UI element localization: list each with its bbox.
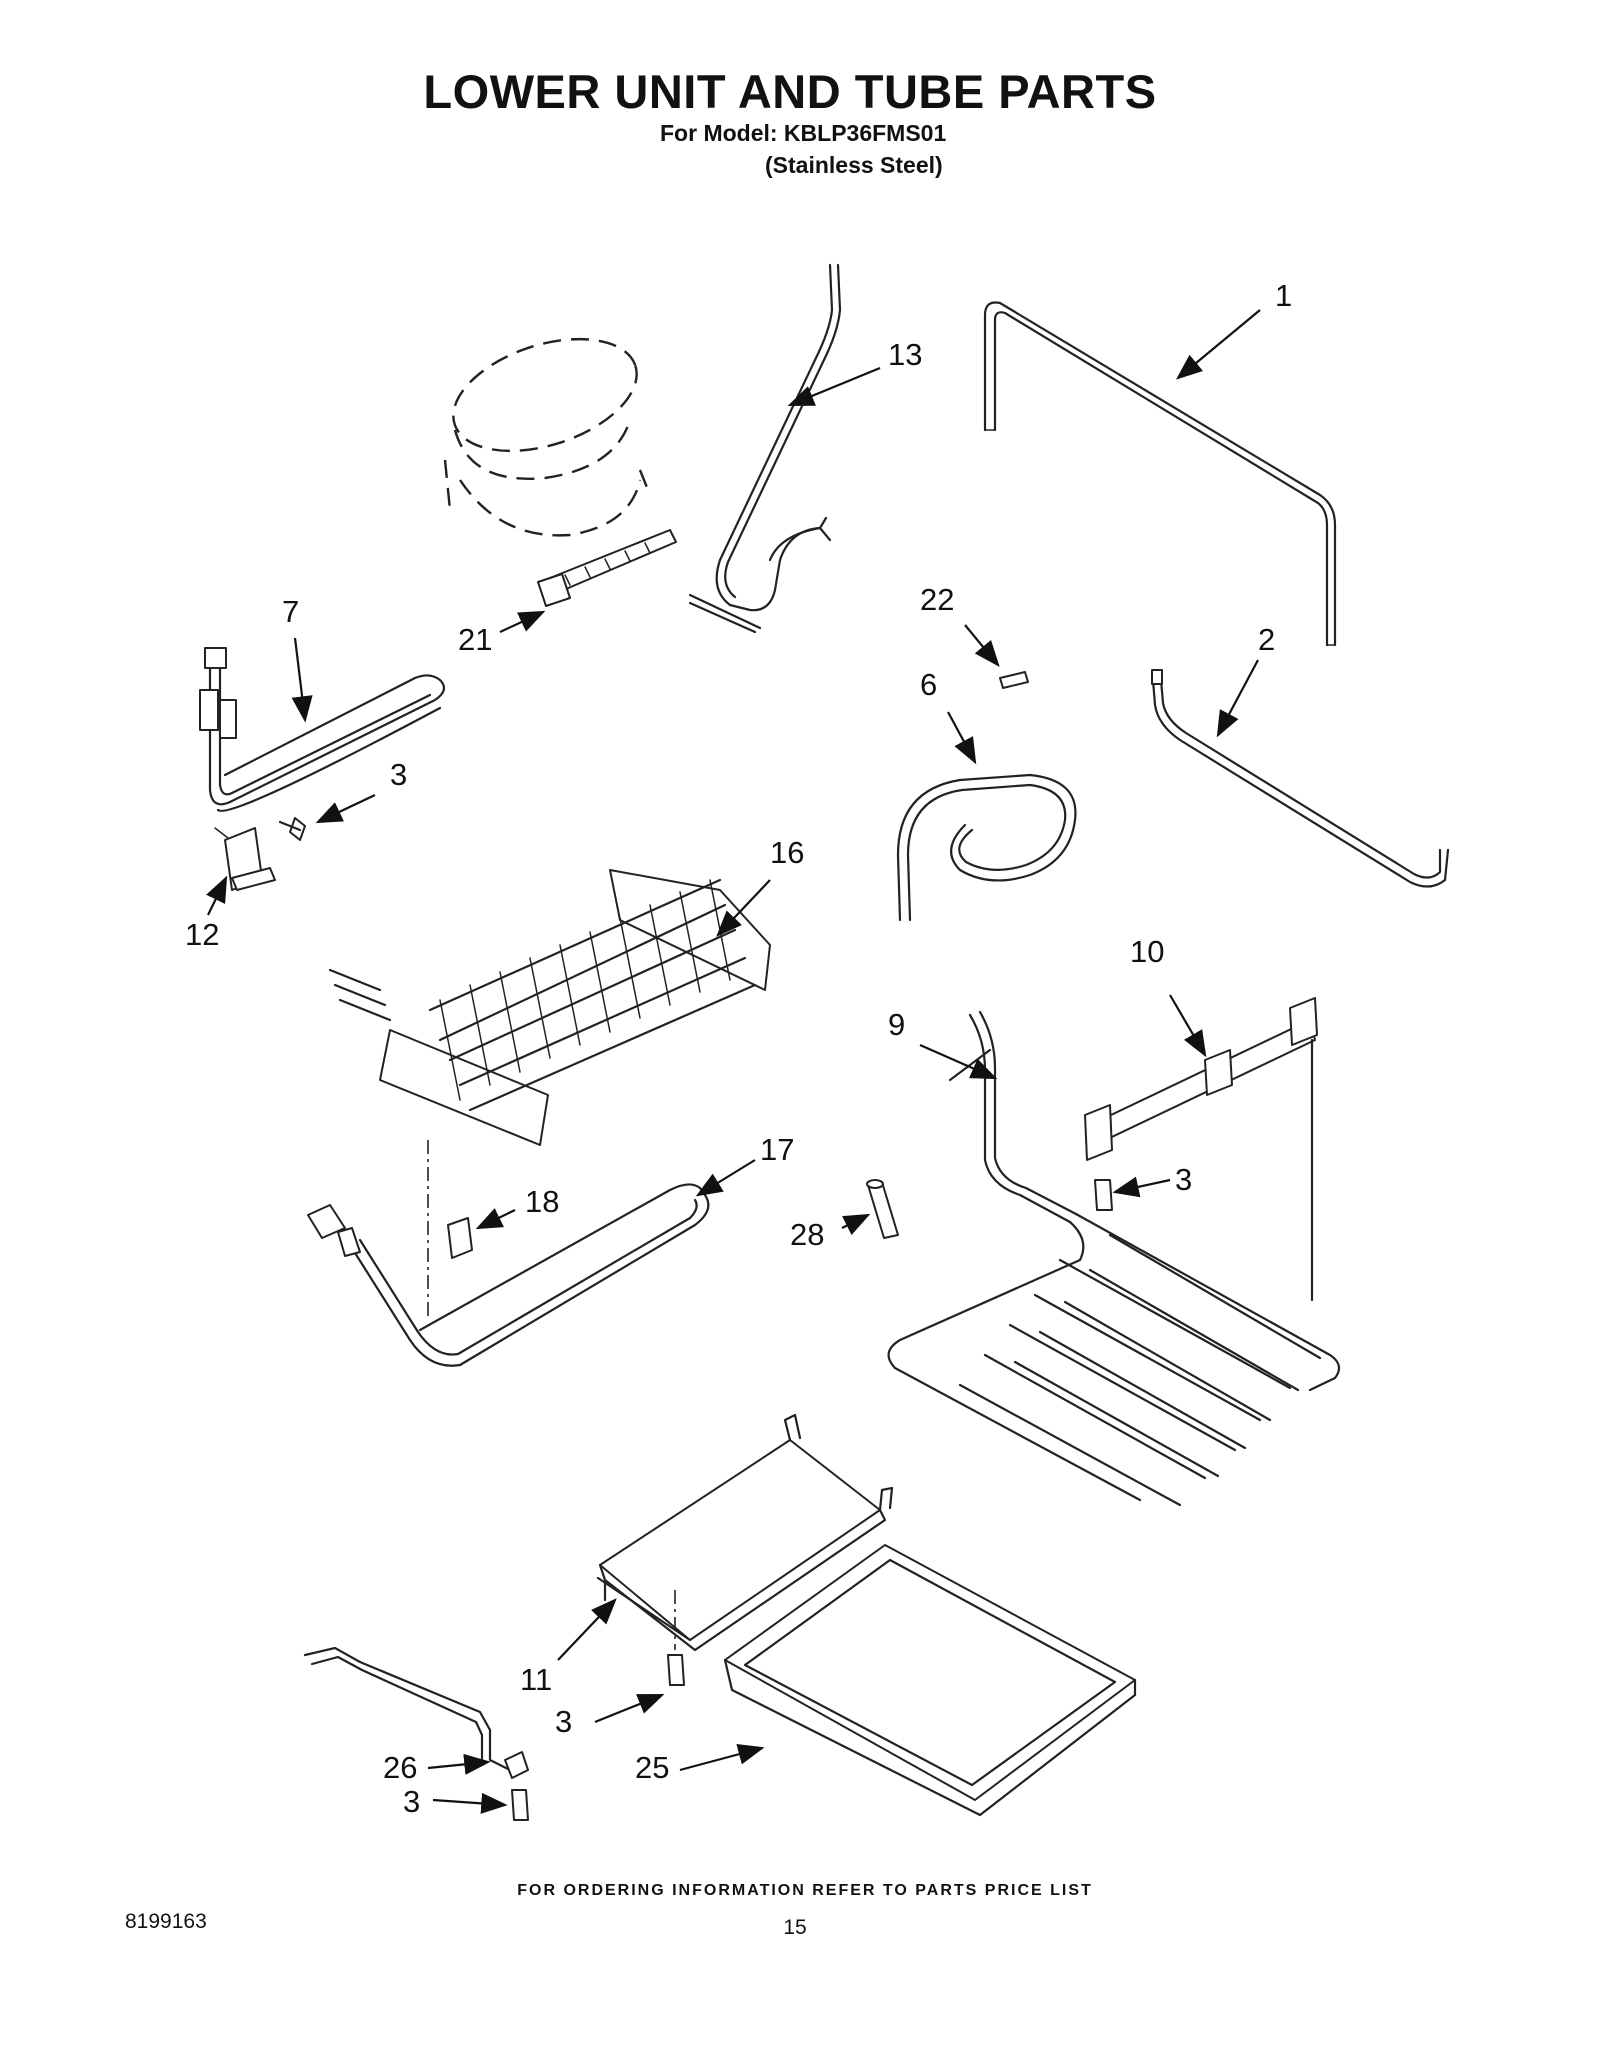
callout-12: 12 xyxy=(185,917,219,952)
callout-28: 28 xyxy=(790,1217,824,1252)
page-number: 15 xyxy=(783,1916,807,1939)
part-28-tube xyxy=(866,1179,899,1239)
ordering-note: FOR ORDERING INFORMATION REFER TO PARTS … xyxy=(517,1882,1093,1899)
part-1-tube xyxy=(983,301,1337,647)
part-6-coil xyxy=(896,773,1077,922)
callout-16: 16 xyxy=(770,835,804,870)
callout-3-bottom: 3 xyxy=(403,1784,420,1819)
callout-13: 13 xyxy=(888,337,922,372)
part-17-heater xyxy=(307,1183,710,1367)
compressor-outline xyxy=(443,337,652,537)
page-title: LOWER UNIT AND TUBE PARTS xyxy=(423,65,1157,118)
callout-2: 2 xyxy=(1258,622,1275,657)
callout-7: 7 xyxy=(282,594,299,629)
screw-d xyxy=(511,1789,529,1821)
callout-26: 26 xyxy=(383,1750,417,1785)
screw-a xyxy=(278,817,306,841)
part-16-evaporator xyxy=(328,869,771,1146)
model-line: For Model: KBLP36FMS01 xyxy=(660,120,947,146)
part-18-clip xyxy=(447,1217,473,1259)
callout-10: 10 xyxy=(1130,934,1164,969)
callout-labels: 1 13 22 2 7 21 6 3 16 12 10 9 3 17 18 28… xyxy=(185,278,1292,1819)
model-finish: (Stainless Steel) xyxy=(765,152,943,178)
part-10-rail xyxy=(1084,997,1318,1161)
part-21-cable-tie xyxy=(537,529,677,607)
screw-b xyxy=(1094,1179,1113,1211)
callout-18: 18 xyxy=(525,1184,559,1219)
part-13-tube xyxy=(688,263,842,634)
callout-22: 22 xyxy=(920,582,954,617)
part-25-pan xyxy=(723,1544,1137,1817)
callout-1: 1 xyxy=(1275,278,1292,313)
part-9-tube xyxy=(887,1010,1341,1507)
callout-17: 17 xyxy=(760,1132,794,1167)
callout-6: 6 xyxy=(920,667,937,702)
callout-11: 11 xyxy=(520,1662,552,1697)
callout-leaders xyxy=(206,309,1261,1814)
document-number: 8199163 xyxy=(125,1910,207,1933)
part-12-bracket xyxy=(214,827,276,891)
part-22-clip xyxy=(999,671,1029,689)
part-2-tube xyxy=(1151,669,1450,888)
callout-21: 21 xyxy=(458,622,492,657)
callout-9: 9 xyxy=(888,1007,905,1042)
screw-c xyxy=(667,1654,685,1686)
callout-3-lower-middle: 3 xyxy=(555,1704,572,1739)
part-7-heater xyxy=(199,647,446,812)
callout-3-right: 3 xyxy=(1175,1162,1192,1197)
callout-25: 25 xyxy=(635,1750,669,1785)
callout-3-upper-left: 3 xyxy=(390,757,407,792)
